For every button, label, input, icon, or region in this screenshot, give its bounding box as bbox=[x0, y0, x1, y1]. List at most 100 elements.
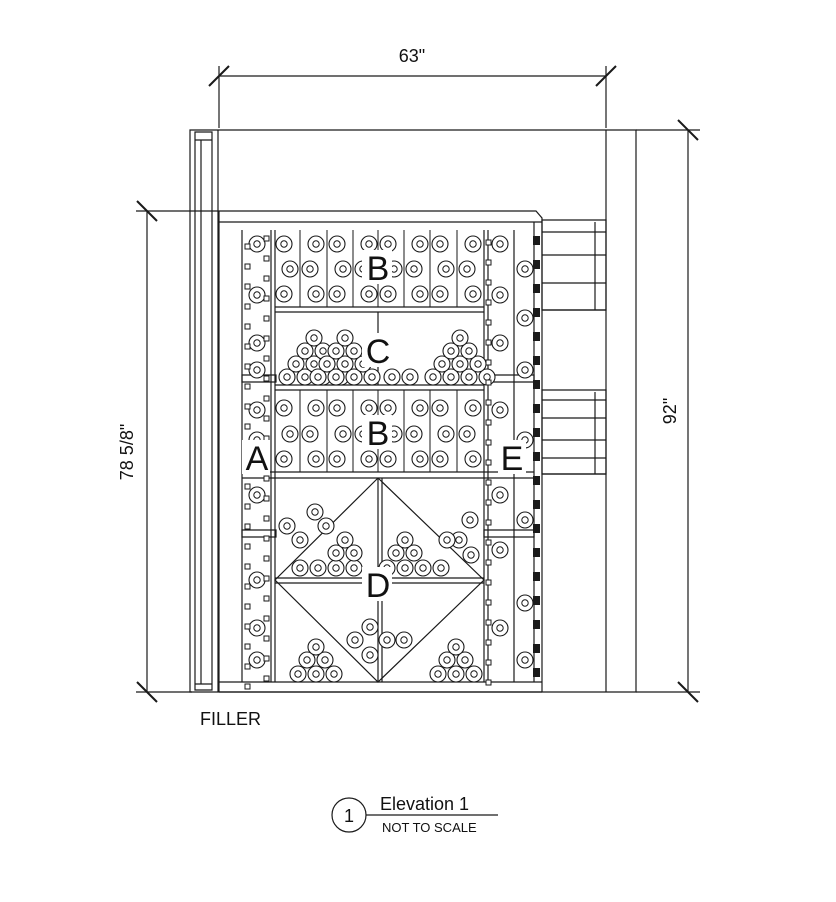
bottle-cap-icon bbox=[438, 565, 444, 571]
bottle-icon bbox=[297, 343, 313, 359]
peg-icon bbox=[486, 460, 491, 465]
bottle-icon bbox=[362, 647, 378, 663]
bottle-icon bbox=[412, 236, 428, 252]
bottle-icon bbox=[361, 400, 377, 416]
bottle-icon bbox=[328, 343, 344, 359]
peg-icon bbox=[245, 664, 250, 669]
bottle-icon bbox=[346, 545, 362, 561]
bottle-icon bbox=[290, 666, 306, 682]
bottle-icon bbox=[361, 451, 377, 467]
dimension-height-total bbox=[636, 120, 700, 702]
peg-icon bbox=[264, 376, 269, 381]
peg-icon bbox=[486, 480, 491, 485]
bracket-icon bbox=[533, 572, 540, 581]
bottle-icon bbox=[364, 369, 380, 385]
bottle-cap-icon bbox=[437, 456, 443, 462]
bottle-cap-icon bbox=[254, 340, 260, 346]
bottle-cap-icon bbox=[462, 657, 468, 663]
bottle-icon bbox=[492, 542, 508, 558]
bottle-cap-icon bbox=[307, 431, 313, 437]
bottle-icon bbox=[517, 310, 533, 326]
bottle-icon bbox=[249, 620, 265, 636]
bottle-icon bbox=[462, 512, 478, 528]
bottle-cap-icon bbox=[420, 565, 426, 571]
dimension-height-rack bbox=[136, 201, 219, 702]
bottle-icon bbox=[308, 666, 324, 682]
bottle-cap-icon bbox=[497, 492, 503, 498]
bottle-icon bbox=[335, 261, 351, 277]
bottle-cap-icon bbox=[384, 637, 390, 643]
bottle-icon bbox=[406, 261, 422, 277]
bottle-icon bbox=[432, 286, 448, 302]
bottle-cap-icon bbox=[293, 361, 299, 367]
bottle-icon bbox=[459, 261, 475, 277]
bottle-icon bbox=[329, 400, 345, 416]
bottle-cap-icon bbox=[351, 374, 357, 380]
bottle-icon bbox=[326, 666, 342, 682]
peg-icon bbox=[486, 600, 491, 605]
bottle-icon bbox=[384, 369, 400, 385]
bottle-cap-icon bbox=[411, 431, 417, 437]
bottle-icon bbox=[249, 652, 265, 668]
bottle-icon bbox=[282, 261, 298, 277]
bottle-cap-icon bbox=[254, 625, 260, 631]
bottle-icon bbox=[318, 518, 334, 534]
peg-icon bbox=[245, 644, 250, 649]
peg-icon bbox=[486, 440, 491, 445]
bottle-icon bbox=[276, 400, 292, 416]
bottle-icon bbox=[432, 236, 448, 252]
bottle-cap-icon bbox=[313, 456, 319, 462]
bottle-cap-icon bbox=[385, 405, 391, 411]
bottle-icon bbox=[306, 330, 322, 346]
bottle-icon bbox=[492, 236, 508, 252]
bottle-icon bbox=[302, 261, 318, 277]
bottle-cap-icon bbox=[333, 348, 339, 354]
bottle-cap-icon bbox=[444, 537, 450, 543]
bottle-icon bbox=[337, 356, 353, 372]
bottle-cap-icon bbox=[369, 374, 375, 380]
bottle-icon bbox=[249, 487, 265, 503]
bottle-icon bbox=[362, 619, 378, 635]
bottle-cap-icon bbox=[437, 241, 443, 247]
bottle-cap-icon bbox=[351, 565, 357, 571]
peg-icon bbox=[245, 264, 250, 269]
filler-label: FILLER bbox=[200, 709, 261, 729]
bottle-cap-icon bbox=[254, 492, 260, 498]
peg-icon bbox=[245, 364, 250, 369]
bottle-cap-icon bbox=[522, 266, 528, 272]
bracket-icon bbox=[533, 284, 540, 293]
bottle-cap-icon bbox=[284, 374, 290, 380]
peg-icon bbox=[264, 276, 269, 281]
peg-icon bbox=[486, 420, 491, 425]
bottle-cap-icon bbox=[315, 374, 321, 380]
bottle-cap-icon bbox=[352, 637, 358, 643]
bottle-icon bbox=[249, 287, 265, 303]
peg-icon bbox=[264, 656, 269, 661]
bottle-cap-icon bbox=[331, 671, 337, 677]
bottle-icon bbox=[452, 330, 468, 346]
bottle-icon bbox=[337, 330, 353, 346]
bottle-cap-icon bbox=[443, 431, 449, 437]
bottle-cap-icon bbox=[297, 537, 303, 543]
bottle-cap-icon bbox=[307, 266, 313, 272]
title-block-scale: NOT TO SCALE bbox=[382, 820, 477, 835]
bottle-icon bbox=[292, 532, 308, 548]
bottle-icon bbox=[406, 426, 422, 442]
bottle-icon bbox=[397, 532, 413, 548]
bottle-icon bbox=[415, 560, 431, 576]
section-label-c: C bbox=[366, 333, 391, 371]
bottle-icon bbox=[249, 572, 265, 588]
bracket-icon bbox=[533, 452, 540, 461]
bottle-cap-icon bbox=[443, 266, 449, 272]
bottle-cap-icon bbox=[522, 367, 528, 373]
bottle-cap-icon bbox=[284, 523, 290, 529]
bottle-icon bbox=[299, 652, 315, 668]
bottle-cap-icon bbox=[367, 624, 373, 630]
bottle-icon bbox=[396, 632, 412, 648]
bottle-cap-icon bbox=[457, 361, 463, 367]
bottle-cap-icon bbox=[351, 348, 357, 354]
bottle-icon bbox=[492, 620, 508, 636]
bottle-cap-icon bbox=[351, 550, 357, 556]
bottle-cap-icon bbox=[334, 405, 340, 411]
bottle-cap-icon bbox=[366, 405, 372, 411]
